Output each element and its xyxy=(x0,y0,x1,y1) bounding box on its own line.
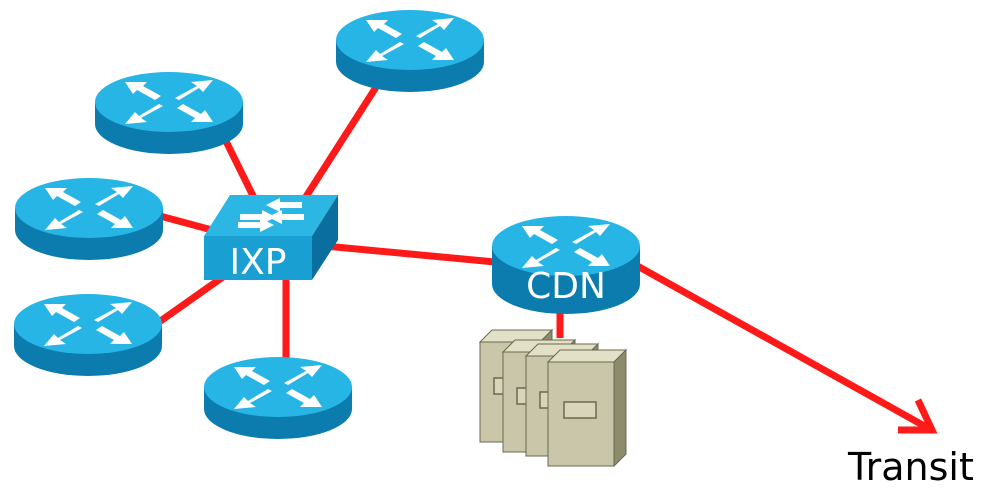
router-arrows-icon xyxy=(366,18,454,62)
links xyxy=(149,68,938,434)
router-lower-left xyxy=(14,294,162,376)
ixp-switch-front xyxy=(204,236,312,280)
transit-arrowhead xyxy=(898,398,938,434)
ixp-label: IXP xyxy=(230,242,287,283)
transit-label: Transit xyxy=(847,445,974,489)
router-upper-left xyxy=(95,72,243,154)
router-arrows-icon xyxy=(234,365,322,409)
ixp-switch: IXP xyxy=(204,195,338,283)
cdn-label: CDN xyxy=(526,266,606,307)
link-cdn-transit xyxy=(632,260,930,432)
router-bottom xyxy=(204,357,352,439)
router-arrows-icon xyxy=(522,224,610,268)
switch-arrows-icon xyxy=(238,198,304,232)
cdn-router: CDN xyxy=(492,216,640,314)
link-ixp-router-top xyxy=(297,68,390,208)
router-arrows-icon xyxy=(125,80,213,124)
router-arrows-icon xyxy=(45,186,133,230)
link-ixp-router-left xyxy=(159,212,213,234)
server-stack xyxy=(478,328,628,468)
router-arrows-icon xyxy=(44,302,132,346)
link-ixp-router-lower-left xyxy=(149,269,233,330)
router-top xyxy=(336,10,484,92)
router-left xyxy=(15,178,163,260)
server-icon xyxy=(546,348,628,468)
link-ixp-cdn xyxy=(324,242,496,266)
ixp-switch-side xyxy=(312,195,338,280)
